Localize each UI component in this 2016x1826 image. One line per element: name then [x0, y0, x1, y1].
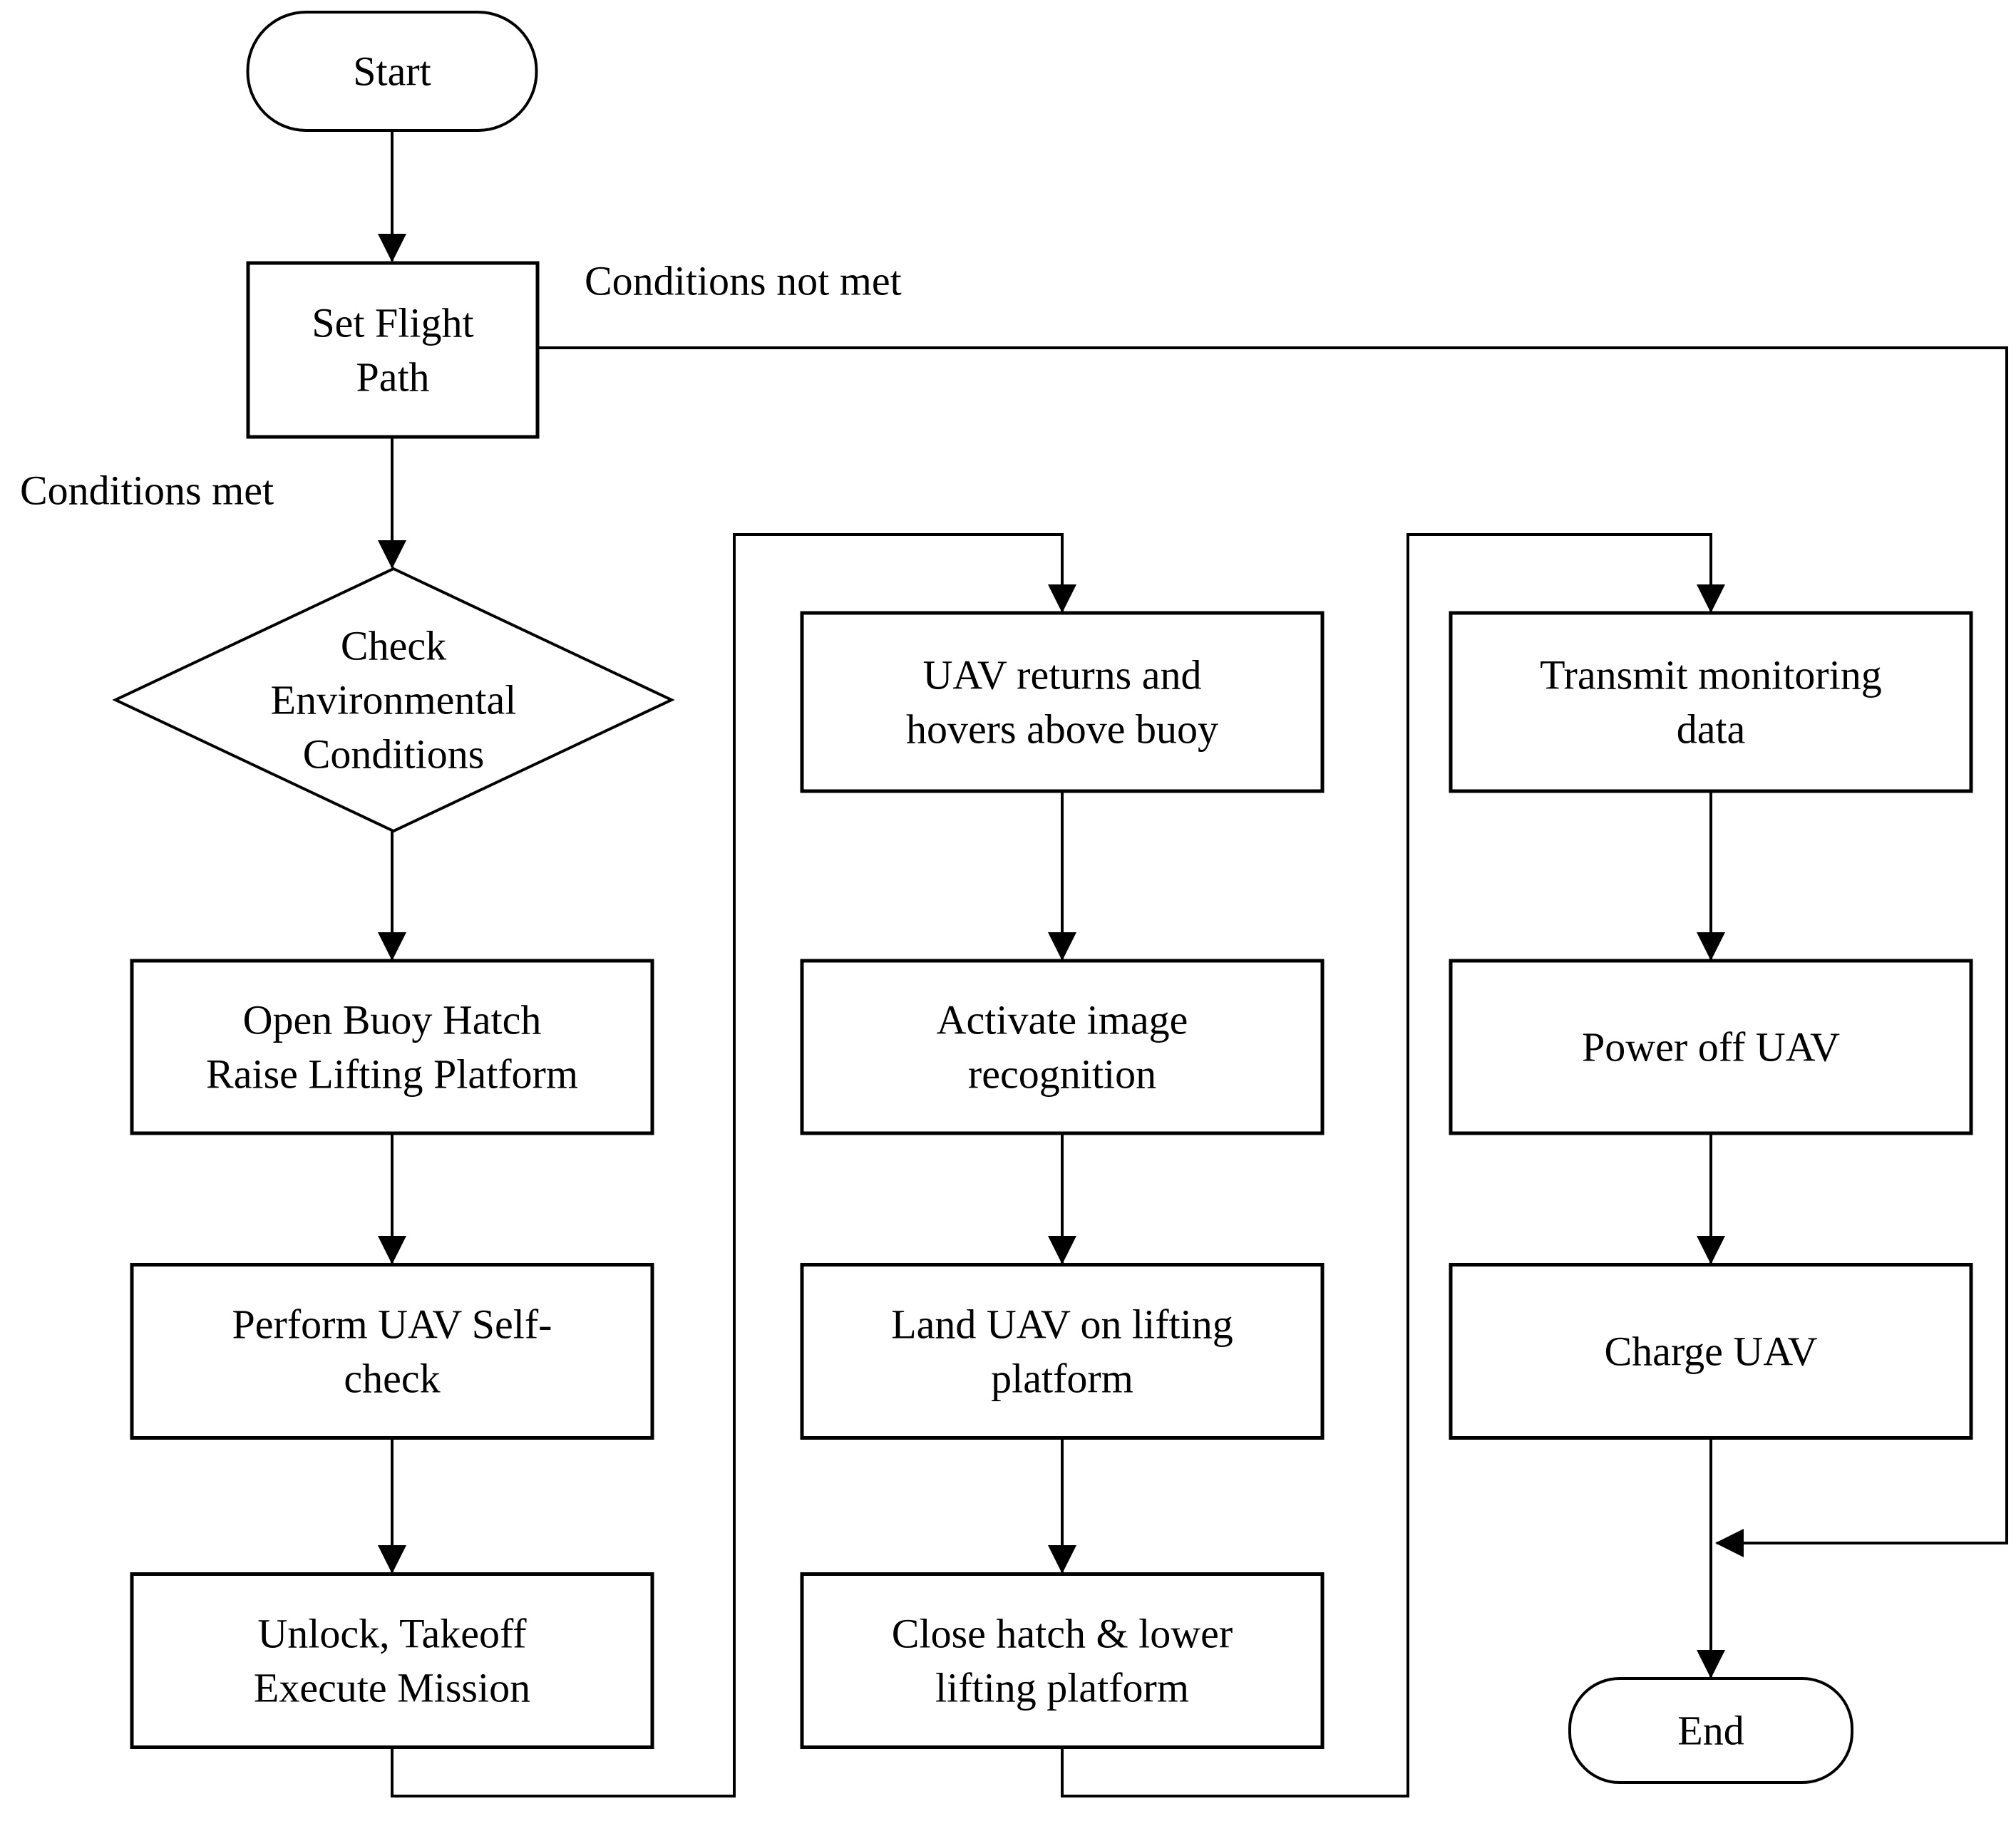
node-activate-image-recognition-box	[800, 959, 1325, 1135]
edge-unlock-to-uav-returns	[391, 533, 1076, 1797]
node-end-label: End	[1677, 1708, 1744, 1754]
node-end-terminator	[1568, 1677, 1853, 1784]
node-transmit-monitoring-data-box	[1449, 611, 1973, 793]
node-perform-uav-self-check-label: Perform UAV Self-check	[232, 1301, 552, 1402]
node-unlock-takeoff-box	[130, 1572, 654, 1749]
edge-label-conditions-met: Conditions met	[20, 468, 274, 514]
edge-close-hatch-to-transmit	[1061, 533, 1725, 1797]
node-start-label: Start	[353, 48, 431, 95]
node-check-environmental-conditions-diamond	[112, 567, 675, 833]
node-start-terminator	[246, 11, 538, 132]
node-land-uav-box	[800, 1263, 1325, 1440]
node-open-buoy-hatch-box	[130, 959, 654, 1135]
node-charge-uav-box	[1449, 1263, 1973, 1440]
node-power-off-uav-label: Power off UAV	[1582, 1024, 1840, 1071]
edge-conditions-not-met-loop	[538, 346, 2008, 1557]
node-charge-uav-label: Charge UAV	[1604, 1329, 1817, 1375]
node-set-flight-path-box	[246, 261, 540, 439]
node-close-hatch-box	[800, 1572, 1325, 1749]
node-perform-uav-self-check-box	[130, 1263, 654, 1440]
node-power-off-uav-box	[1449, 959, 1973, 1135]
edge-label-conditions-not-met: Conditions not met	[585, 258, 902, 304]
node-uav-returns-box	[800, 611, 1325, 793]
